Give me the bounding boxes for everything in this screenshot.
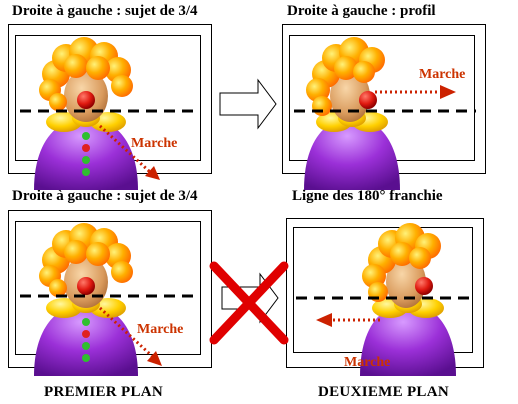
walk-arrow-top-right xyxy=(375,85,456,99)
red-x-icon xyxy=(209,261,289,345)
walk-arrow-bottom-right xyxy=(316,313,380,327)
marche-label-bottom-left: Marche xyxy=(137,322,184,337)
clown-figure-bottom-left xyxy=(34,223,138,376)
panel-title-bottom-right: Ligne des 180° franchie xyxy=(292,188,443,204)
panel-title-top-right: Droite à gauche : profil xyxy=(287,3,436,19)
walk-arrow-bottom-left xyxy=(98,306,162,366)
panel-title-top-left: Droite à gauche : sujet de 3/4 xyxy=(12,3,198,19)
hollow-right-arrow-icon xyxy=(219,78,277,130)
deuxieme-plan-label: DEUXIEME PLAN xyxy=(318,384,449,400)
marche-label-top-right: Marche xyxy=(419,67,466,82)
panel-title-bottom-left: Droite à gauche : sujet de 3/4 xyxy=(12,188,198,204)
clown-figure-top-left xyxy=(34,37,138,190)
marche-label-bottom-right: Marche xyxy=(344,355,391,370)
walk-arrow-top-left xyxy=(98,124,160,180)
premier-plan-label: PREMIER PLAN xyxy=(44,384,164,400)
marche-label-top-left: Marche xyxy=(131,136,178,151)
clown-figure-top-right xyxy=(304,37,400,190)
